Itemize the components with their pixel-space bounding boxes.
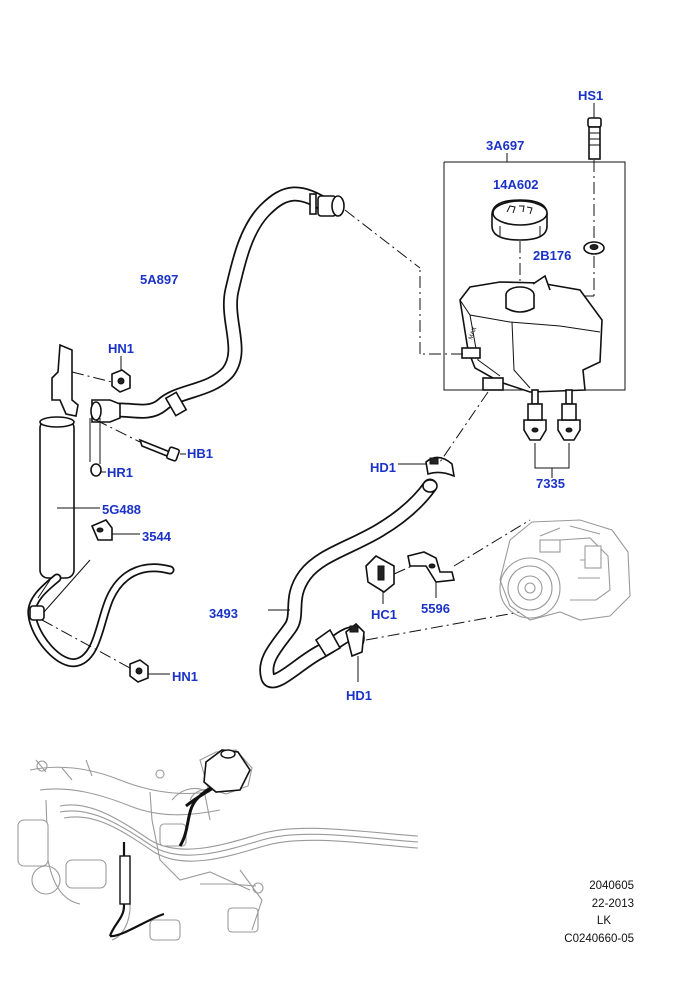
callout-7335: 7335: [536, 476, 565, 491]
cooler-tube-5g488: [27, 343, 175, 668]
clamp-hd1-top: [425, 456, 456, 478]
washer-2b176: [583, 241, 605, 255]
bolt-hb1: [138, 438, 180, 462]
footer-line-2: 22-2013: [591, 898, 634, 910]
callout-3a697: 3A697: [486, 138, 525, 153]
callout-5a897: 5A897: [140, 272, 179, 287]
connector-7335-left: [523, 389, 547, 441]
clamp-hd1-bottom: [345, 622, 365, 658]
callout-hr1: HR1: [107, 465, 134, 480]
locator-highlight: [108, 749, 251, 938]
callout-3544: 3544: [142, 529, 171, 544]
callout-hd1-top: HD1: [370, 460, 397, 475]
bolt-hs1: [587, 117, 602, 160]
reservoir-body: MAX: [459, 274, 603, 393]
clip-3544: [90, 519, 113, 541]
hose-5a897: [90, 186, 345, 423]
reservoir-group-bracket: [443, 161, 626, 391]
callout-hn1-bottom: HN1: [172, 669, 199, 684]
footer-line-1: 2040605: [589, 880, 634, 892]
footer-line-4: C0240660-05: [564, 933, 634, 945]
hose-3493: [259, 478, 438, 689]
svg-text:MAX: MAX: [468, 326, 478, 340]
connector-7335-right: [557, 389, 581, 441]
footer-line-3: LK: [596, 915, 611, 927]
o-ring-hr1: [90, 463, 102, 477]
nut-hn1-bottom: [129, 659, 149, 683]
callout-3493: 3493: [209, 606, 238, 621]
callout-14a602: 14A602: [493, 177, 539, 192]
callout-2b176: 2B176: [533, 248, 572, 263]
nut-hn1-top: [111, 369, 131, 393]
callout-5596: 5596: [421, 601, 450, 616]
callout-hb1: HB1: [187, 446, 214, 461]
callout-hd1-bottom: HD1: [346, 688, 373, 703]
power-steering-pump: [499, 519, 631, 621]
callout-5g488: 5G488: [102, 502, 142, 517]
clip-hc1: [365, 555, 395, 593]
callout-hc1: HC1: [371, 607, 398, 622]
callout-hn1-top: HN1: [108, 341, 135, 356]
bracket-5596: [407, 551, 455, 583]
filler-cap-14a602: [491, 199, 548, 241]
callout-hs1: HS1: [578, 88, 604, 103]
